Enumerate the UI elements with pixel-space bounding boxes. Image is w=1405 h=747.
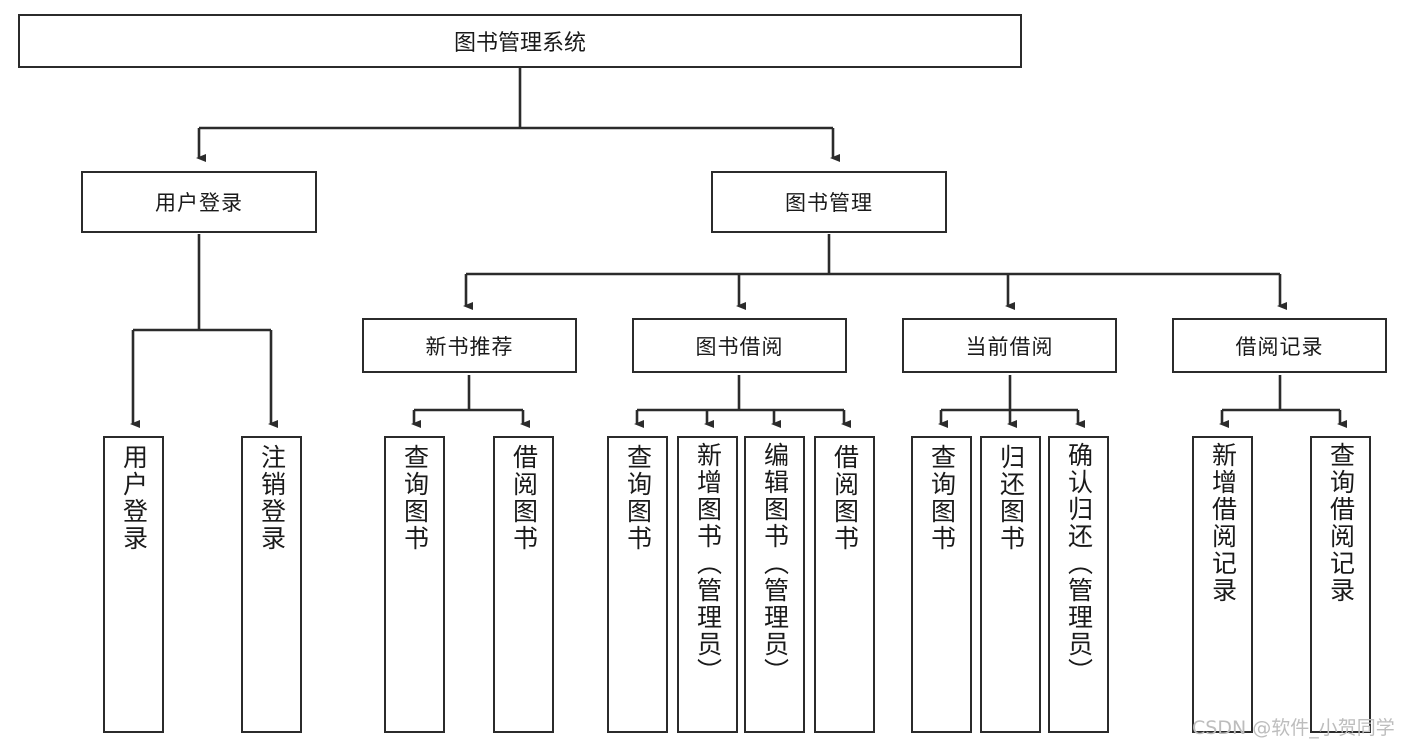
- node-root-system[interactable]: 图书管理系统: [18, 14, 1022, 68]
- leaf-user-login-signout[interactable]: 注销登录: [241, 436, 302, 733]
- leaf-label: 查询图书: [927, 444, 957, 552]
- leaf-borrow-query-book[interactable]: 查询图书: [607, 436, 668, 733]
- leaf-borrow-borrow-book[interactable]: 借阅图书: [814, 436, 875, 733]
- node-new-book-recommend[interactable]: 新书推荐: [362, 318, 577, 373]
- node-book-borrow[interactable]: 图书借阅: [632, 318, 847, 373]
- node-current-borrow[interactable]: 当前借阅: [902, 318, 1117, 373]
- leaf-label: 归还图书: [996, 444, 1026, 552]
- node-user-login-label: 用户登录: [155, 191, 243, 215]
- node-new-book-recommend-label: 新书推荐: [425, 334, 514, 359]
- node-current-borrow-label: 当前借阅: [965, 334, 1054, 359]
- leaf-label: 借阅图书: [830, 444, 860, 552]
- node-user-login[interactable]: 用户登录: [81, 171, 317, 233]
- leaf-label: 编辑图书（管理员）: [760, 442, 790, 685]
- node-book-borrow-label: 图书借阅: [695, 334, 784, 359]
- leaf-label: 查询图书: [400, 444, 430, 552]
- leaf-label: 查询借阅记录: [1326, 442, 1356, 604]
- leaf-borrow-add-book-admin[interactable]: 新增图书（管理员）: [677, 436, 738, 733]
- leaf-label: 注销登录: [257, 444, 287, 552]
- watermark-text: CSDN @软件_小贺同学: [1192, 717, 1395, 739]
- leaf-label: 查询图书: [623, 444, 653, 552]
- leaf-label: 借阅图书: [509, 444, 539, 552]
- leaf-label: 确认归还（管理员）: [1064, 442, 1094, 685]
- leaf-label: 新增借阅记录: [1208, 442, 1238, 604]
- leaf-current-confirm-return-admin[interactable]: 确认归还（管理员）: [1048, 436, 1109, 733]
- leaf-recommend-query-book[interactable]: 查询图书: [384, 436, 445, 733]
- node-borrow-record-label: 借阅记录: [1235, 334, 1324, 359]
- node-root-label: 图书管理系统: [453, 31, 586, 56]
- leaf-label: 新增图书（管理员）: [693, 442, 723, 685]
- leaf-recommend-borrow-book[interactable]: 借阅图书: [493, 436, 554, 733]
- leaf-current-query-book[interactable]: 查询图书: [911, 436, 972, 733]
- node-book-management-label: 图书管理: [785, 191, 873, 215]
- leaf-record-query-record[interactable]: 查询借阅记录: [1310, 436, 1371, 733]
- leaf-user-login-signin[interactable]: 用户登录: [103, 436, 164, 733]
- node-borrow-record[interactable]: 借阅记录: [1172, 318, 1387, 373]
- leaf-current-return-book[interactable]: 归还图书: [980, 436, 1041, 733]
- leaf-record-add-record[interactable]: 新增借阅记录: [1192, 436, 1253, 733]
- leaf-borrow-edit-book-admin[interactable]: 编辑图书（管理员）: [744, 436, 805, 733]
- node-book-management[interactable]: 图书管理: [711, 171, 947, 233]
- leaf-label: 用户登录: [119, 444, 149, 552]
